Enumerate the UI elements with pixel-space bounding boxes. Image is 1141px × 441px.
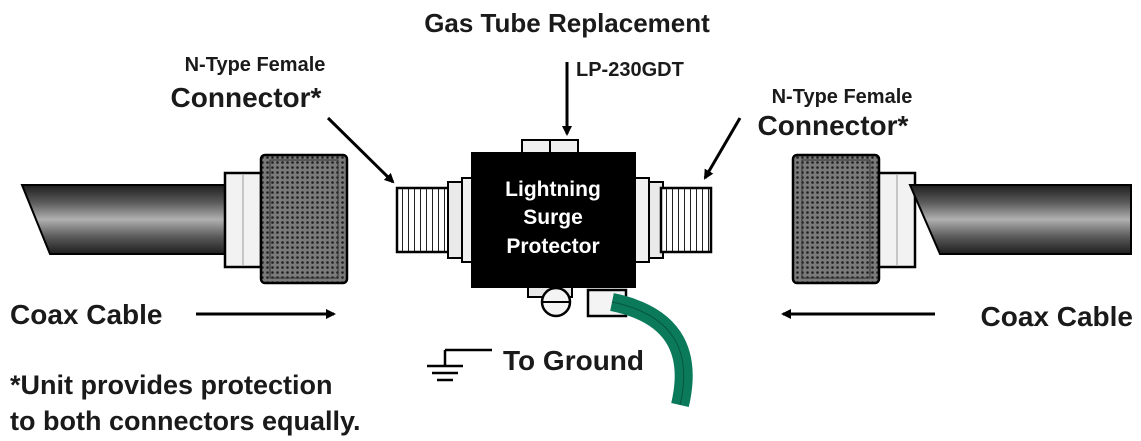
protector-label-line3: Protector (506, 235, 599, 258)
left-female-connector (395, 181, 463, 259)
footnote-line2: to both connectors equally. (10, 406, 361, 436)
left-cable-label: Coax Cable (10, 299, 163, 330)
left-threads (395, 186, 457, 254)
footnote-line1: *Unit provides protection (10, 370, 333, 400)
left-connector-arrow (326, 116, 395, 184)
ground-icon (427, 348, 492, 382)
protector-label-line1: Lightning (505, 178, 601, 201)
diagram-title: Gas Tube Replacement (424, 8, 710, 38)
part-number: LP-230GDT (576, 59, 684, 81)
ground-wire (610, 293, 693, 408)
right-connector-label-line2: Connector* (758, 110, 909, 141)
right-connector-label-line1: N-Type Female (772, 86, 913, 108)
right-cable-label: Coax Cable (981, 301, 1134, 332)
right-female-connector (648, 181, 713, 259)
left-coax-cable (20, 184, 233, 255)
protector-body (471, 152, 636, 288)
right-male-connector (791, 153, 917, 285)
right-connector-arrow (703, 117, 742, 180)
right-threads (659, 186, 713, 254)
ground-label: To Ground (503, 345, 644, 376)
surge-protector-unit (461, 139, 650, 318)
left-connector-label-line1: N-Type Female (185, 54, 326, 76)
left-male-connector (223, 153, 349, 285)
right-coax-cable (908, 184, 1132, 255)
protector-label-line2: Surge (523, 206, 583, 229)
left-connector-label-line2: Connector* (171, 82, 322, 113)
